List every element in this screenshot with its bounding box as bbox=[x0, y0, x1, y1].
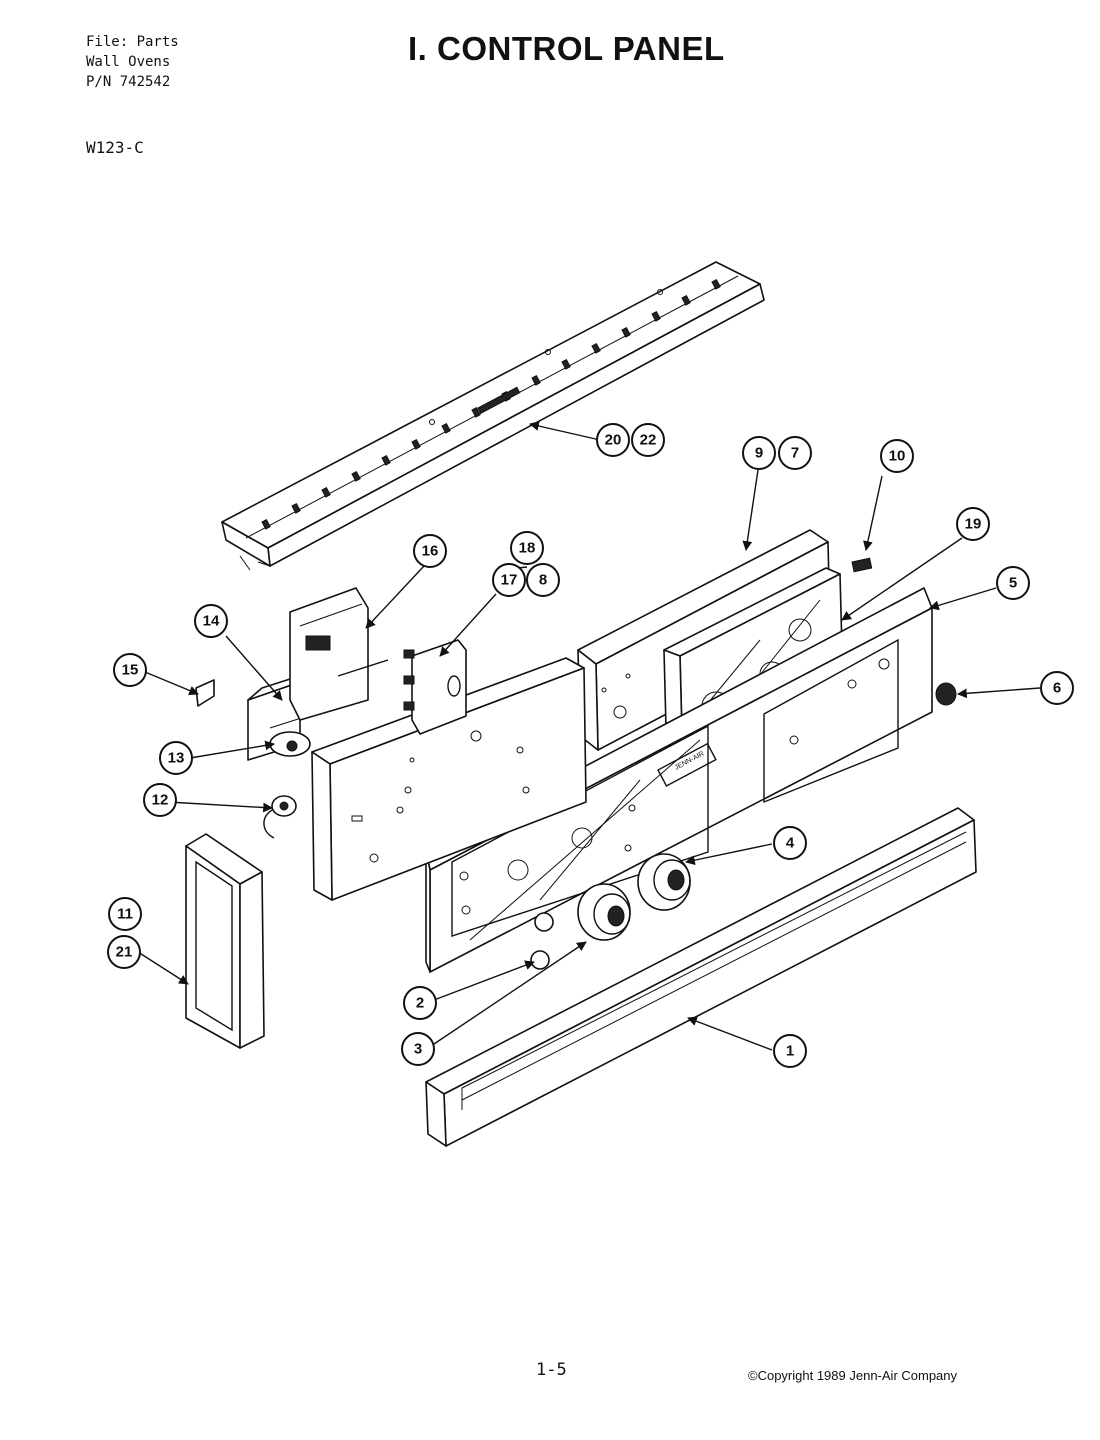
category-line: Wall Ovens bbox=[86, 54, 171, 70]
callout-22: 22 bbox=[631, 423, 665, 457]
lens-part bbox=[185, 833, 265, 1049]
small-knob-part bbox=[577, 883, 631, 941]
svg-text:19: 19 bbox=[965, 516, 982, 533]
svg-text:9: 9 bbox=[755, 445, 763, 462]
bottom-trim-part bbox=[425, 807, 977, 1147]
svg-text:3: 3 bbox=[414, 1041, 422, 1058]
file-info: File: Parts Wall Ovens P/N 742542 bbox=[86, 32, 179, 92]
rotary-switch-part bbox=[269, 731, 311, 757]
callout-7: 7 bbox=[778, 436, 812, 470]
svg-text:6: 6 bbox=[1053, 680, 1061, 697]
copyright-notice: ©Copyright 1989 Jenn-Air Company bbox=[748, 1368, 958, 1383]
svg-text:12: 12 bbox=[152, 792, 169, 809]
callout-21: 21 bbox=[107, 935, 141, 969]
callout-11: 11 bbox=[108, 897, 142, 931]
large-knob-part bbox=[637, 853, 691, 911]
callout-12: 12 bbox=[143, 783, 177, 817]
infinite-switch-part bbox=[289, 587, 389, 721]
spacer-part bbox=[534, 912, 554, 932]
display-frame-part bbox=[663, 567, 843, 735]
clip-part bbox=[851, 557, 873, 573]
svg-text:11: 11 bbox=[117, 906, 133, 923]
svg-text:2: 2 bbox=[416, 995, 424, 1012]
callout-2: 2 bbox=[403, 986, 437, 1020]
callout-15: 15 bbox=[113, 653, 147, 687]
svg-text:21: 21 bbox=[116, 944, 133, 961]
terminal-block-part bbox=[403, 639, 467, 735]
callout-1: 1 bbox=[773, 1034, 807, 1068]
push-switch-part bbox=[263, 795, 297, 839]
svg-text:4: 4 bbox=[786, 835, 795, 852]
callout-14: 14 bbox=[194, 604, 228, 638]
part-number-line: P/N 742542 bbox=[86, 74, 171, 90]
svg-text:16: 16 bbox=[422, 543, 439, 560]
top-rail-part bbox=[221, 261, 765, 571]
file-line: File: Parts bbox=[86, 34, 179, 50]
callout-6: 6 bbox=[1040, 671, 1074, 705]
terminal-clip-part bbox=[195, 679, 215, 707]
callout-3: 3 bbox=[401, 1032, 435, 1066]
svg-text:7: 7 bbox=[791, 445, 799, 462]
svg-text:5: 5 bbox=[1009, 575, 1017, 592]
leader-lines bbox=[137, 421, 1041, 1051]
callout-10: 10 bbox=[880, 439, 914, 473]
svg-text:13: 13 bbox=[168, 750, 185, 767]
callout-4: 4 bbox=[773, 826, 807, 860]
callout-5: 5 bbox=[996, 566, 1030, 600]
page-number: 1-5 bbox=[536, 1360, 567, 1380]
svg-text:8: 8 bbox=[539, 572, 547, 589]
svg-text:15: 15 bbox=[122, 662, 139, 679]
callout-20: 20 bbox=[596, 423, 630, 457]
svg-text:22: 22 bbox=[640, 432, 657, 449]
model-number: W123-C bbox=[86, 138, 144, 157]
callout-13: 13 bbox=[159, 741, 193, 775]
callout-16: 16 bbox=[413, 534, 447, 568]
knob-cap-part bbox=[935, 682, 957, 706]
callout-18: 18 bbox=[510, 531, 544, 565]
callout-8: 8 bbox=[526, 563, 560, 597]
svg-text:20: 20 bbox=[605, 432, 622, 449]
svg-text:10: 10 bbox=[889, 448, 906, 465]
callout-17: 17 bbox=[492, 563, 526, 597]
svg-text:18: 18 bbox=[519, 540, 536, 557]
svg-text:17: 17 bbox=[501, 572, 518, 589]
callout-9: 9 bbox=[742, 436, 776, 470]
svg-text:1: 1 bbox=[786, 1043, 794, 1060]
page-title: I. CONTROL PANEL bbox=[408, 30, 725, 67]
svg-text:14: 14 bbox=[203, 613, 220, 630]
spacer-part-2 bbox=[530, 950, 550, 970]
callout-19: 19 bbox=[956, 507, 990, 541]
